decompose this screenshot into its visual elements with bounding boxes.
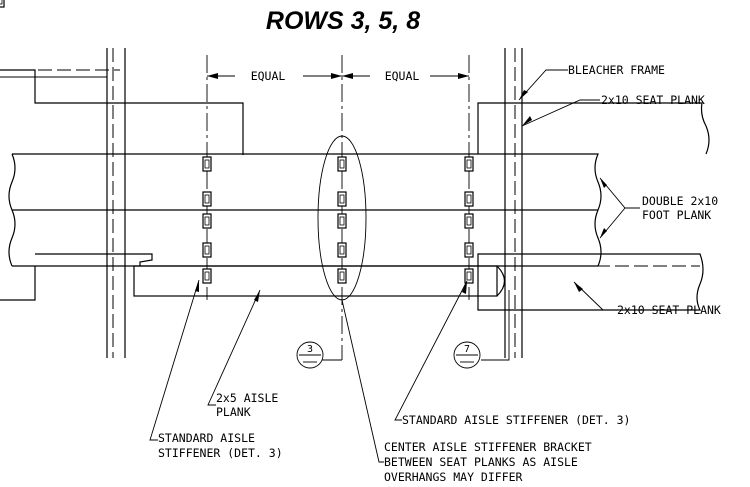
double-foot-plank-line2: FOOT PLANK [642,208,711,222]
detail-marker-7: 7 [453,341,481,369]
seat-plank-top-label: 2x10 SEAT PLANK [601,93,705,107]
standard-stiffener-left-line2: STIFFENER (DET. 3) [158,446,283,460]
center-bracket-line2: BETWEEN SEAT PLANKS AS AISLE [384,455,578,469]
equal-label-right: EQUAL [385,69,420,83]
seat-plank-bottom-label: 2x10 SEAT PLANK [617,303,721,317]
stiffener-brackets [0,0,474,284]
standard-stiffener-right-label: STANDARD AISLE STIFFENER (DET. 3) [402,413,630,427]
plank-geometry [0,48,710,360]
aisle-plank-line2: PLANK [216,405,251,419]
drawing-title: ROWS 3, 5, 8 [266,7,420,35]
aisle-plank-line1: 2x5 AISLE [216,391,278,405]
center-bracket-line1: CENTER AISLE STIFFENER BRACKET [384,440,592,454]
detail-marker-3-number: 3 [307,344,313,355]
detail-marker-7-number: 7 [464,344,470,355]
equal-dimension: EQUAL EQUAL [0,69,469,83]
leader-lines [149,69,640,463]
center-bracket-line3: OVERHANGS MAY DIFFER [384,470,523,484]
standard-stiffener-left-line1: STANDARD AISLE [158,431,255,445]
detail-marker-3: 3 [296,341,324,369]
double-foot-plank-line1: DOUBLE 2x10 [642,194,718,208]
bleacher-frame-label: BLEACHER FRAME [568,63,665,77]
equal-label-left: EQUAL [251,69,286,83]
